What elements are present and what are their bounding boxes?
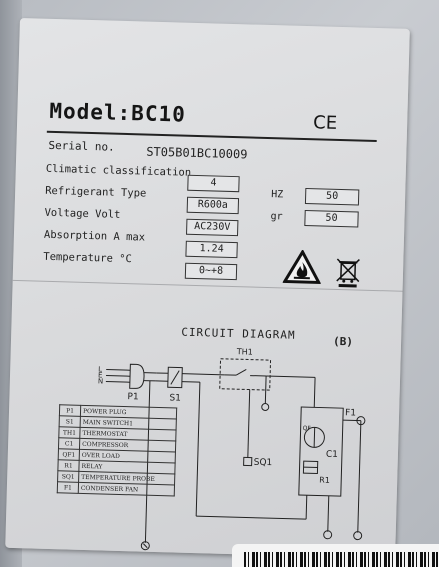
legend-code: QF1 (58, 448, 80, 461)
voltage-label: Voltage Volt (44, 206, 121, 221)
legend-code: TH1 (58, 426, 81, 439)
probe-sq1-label: SQ1 (253, 457, 273, 469)
charge-value: 50 (304, 210, 359, 228)
charge-unit: gr (270, 211, 283, 223)
climatic-class-label: Climatic classification (45, 162, 192, 179)
barcode-bars-icon (244, 552, 439, 567)
frequency-unit: HZ (271, 189, 284, 201)
circuit-diagram-section: CIRCUIT DIAGRAM (B) (5, 279, 403, 560)
circuit-wiring (105, 358, 366, 551)
legend-code: R1 (57, 459, 80, 472)
temperature-label: Temperature °C (43, 250, 132, 266)
barcode-sticker (232, 544, 439, 567)
frequency-value: 50 (304, 188, 360, 206)
absorption-value: 1.24 (185, 240, 238, 259)
rating-info-section: Model:BC10 CE Serial no. ST05B01BC10009 … (13, 18, 410, 291)
line-n-label: N (97, 377, 104, 386)
model-title: Model:BC10 (49, 98, 187, 127)
weee-crossed-bin-icon (336, 258, 360, 288)
legend-code: P1 (59, 404, 81, 417)
legend-code: F1 (57, 481, 79, 494)
absorption-label: Absorption A max (43, 228, 146, 244)
thermostat-th1-label: TH1 (236, 347, 253, 357)
voltage-value: AC230V (186, 218, 239, 237)
temperature-value: 0~+8 (184, 262, 238, 281)
refrigerant-value: R600a (186, 196, 240, 215)
legend-code: S1 (59, 415, 81, 428)
overload-qf-label: QF (302, 425, 311, 433)
plug-p1-label: P1 (127, 392, 139, 403)
serial-label: Serial no. (48, 138, 115, 154)
relay-r1-label: R1 (319, 475, 330, 485)
rating-label: Model:BC10 CE Serial no. ST05B01BC10009 … (5, 18, 410, 560)
compressor-c1-label: C1 (325, 449, 339, 461)
flammable-warning-icon (282, 249, 322, 285)
refrigerant-label: Refrigerant Type (45, 184, 147, 200)
fan-f1-label: F1 (344, 408, 357, 419)
legend-desc: CONDENSER FAN (78, 482, 175, 496)
climatic-class-value: 4 (187, 174, 240, 193)
serial-value: ST05B01BC10009 (146, 144, 248, 162)
ce-mark-icon: CE (312, 112, 338, 134)
legend-code: SQ1 (57, 470, 79, 483)
legend-code: C1 (58, 437, 80, 450)
switch-s1-label: S1 (169, 393, 182, 404)
